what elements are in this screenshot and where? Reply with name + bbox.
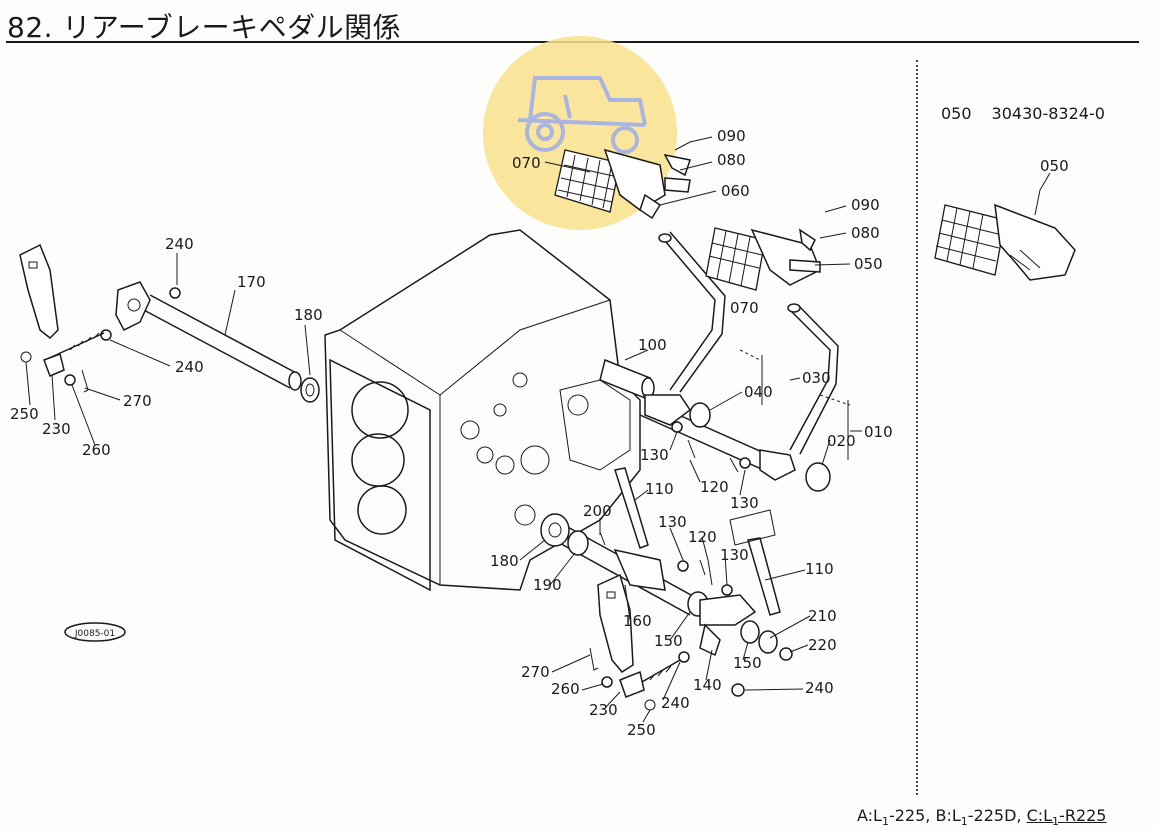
- callout-250-left: 250: [10, 405, 39, 423]
- callout-150-b: 150: [733, 654, 762, 672]
- transmission-case: [324, 229, 641, 592]
- callout-130-d: 130: [720, 546, 749, 564]
- callout-260-left: 260: [82, 441, 111, 459]
- callout-080-upper: 080: [717, 151, 746, 169]
- callout-070-upper: 070: [512, 154, 541, 172]
- callout-210: 210: [808, 607, 837, 625]
- page-title: 82. リアーブレーキペダル関係: [7, 11, 402, 44]
- callout-240-left: 240: [175, 358, 204, 376]
- sidebar-part-number: 30430-8324-0: [991, 104, 1105, 123]
- callout-080-right: 080: [851, 224, 880, 242]
- model-a-suffix: -225,: [888, 806, 931, 825]
- model-b-sub: 1: [960, 815, 968, 829]
- callout-240-lower: 240: [661, 694, 690, 712]
- left-brake-arm: [19, 243, 105, 393]
- callout-050-right: 050: [854, 255, 883, 273]
- model-b-suffix: -225D,: [967, 806, 1022, 825]
- tractor-logo-icon: [517, 76, 647, 154]
- pedal-pivot-shaft: [599, 349, 851, 492]
- right-brake-pedal: [705, 227, 839, 455]
- callout-170: 170: [237, 273, 266, 291]
- model-b-prefix: B:L: [935, 806, 961, 825]
- callout-180-lower: 180: [490, 552, 519, 570]
- callout-130-c: 130: [658, 513, 687, 531]
- callout-240-top: 240: [165, 235, 194, 253]
- callout-090-right: 090: [851, 196, 880, 214]
- lower-brake-arm: [589, 573, 690, 711]
- model-c: C:L1-R225: [1026, 806, 1107, 829]
- callout-120-a: 120: [700, 478, 729, 496]
- callout-220: 220: [808, 636, 837, 654]
- callout-230-left: 230: [42, 420, 71, 438]
- callout-180-left: 180: [294, 306, 323, 324]
- callout-190: 190: [533, 576, 562, 594]
- model-applicability-note: A:L1-225, B:L1-225D, C:L1-R225: [857, 806, 1106, 828]
- callout-260-lower: 260: [551, 680, 580, 698]
- callout-240-right: 240: [805, 679, 834, 697]
- callout-140: 140: [693, 676, 722, 694]
- callout-130-b: 130: [730, 494, 759, 512]
- callout-130-a: 130: [640, 446, 669, 464]
- callout-200: 200: [583, 502, 612, 520]
- callout-010: 010: [864, 423, 893, 441]
- model-a-prefix: A:L: [857, 806, 882, 825]
- callout-120-b: 120: [688, 528, 717, 546]
- callout-110-upper: 110: [645, 480, 674, 498]
- callout-100: 100: [638, 336, 667, 354]
- callout-230-lower: 230: [589, 701, 618, 719]
- callout-020: 020: [827, 432, 856, 450]
- callout-270-left: 270: [123, 392, 152, 410]
- model-a-sub: 1: [881, 815, 889, 829]
- callout-050-sidebar: 050: [1040, 157, 1069, 175]
- callout-070-right: 070: [730, 299, 759, 317]
- sidebar-ref-number: 050: [941, 104, 972, 123]
- drawing-code: J0085-01: [74, 629, 115, 639]
- callout-110-lower: 110: [805, 560, 834, 578]
- lower-cross-shaft: [540, 513, 793, 697]
- model-c-suffix: -R225: [1059, 806, 1107, 825]
- model-c-sub: 1: [1052, 815, 1060, 829]
- sidebar-pedal-assembly: [934, 203, 1076, 281]
- model-c-prefix: C:L: [1026, 806, 1053, 825]
- upper-brake-pedal: [554, 148, 726, 393]
- leader-lines: [25, 136, 1051, 723]
- callout-270-lower: 270: [521, 663, 550, 681]
- brake-rods: [614, 467, 781, 616]
- section-divider: [916, 60, 918, 795]
- cross-shaft-170: [100, 281, 320, 403]
- callout-090-upper: 090: [717, 127, 746, 145]
- callout-150-a: 150: [654, 632, 683, 650]
- drawing-code-badge: J0085-01: [64, 622, 126, 642]
- callout-250-lower: 250: [627, 721, 656, 739]
- callout-labels: 090 080 070 060 090 080 050 070 050 240 …: [10, 127, 1069, 739]
- sidebar-part-reference: 050 30430-8324-0: [941, 104, 1105, 123]
- callout-160: 160: [623, 612, 652, 630]
- callout-060: 060: [721, 182, 750, 200]
- callout-040: 040: [744, 383, 773, 401]
- callout-030: 030: [802, 369, 831, 387]
